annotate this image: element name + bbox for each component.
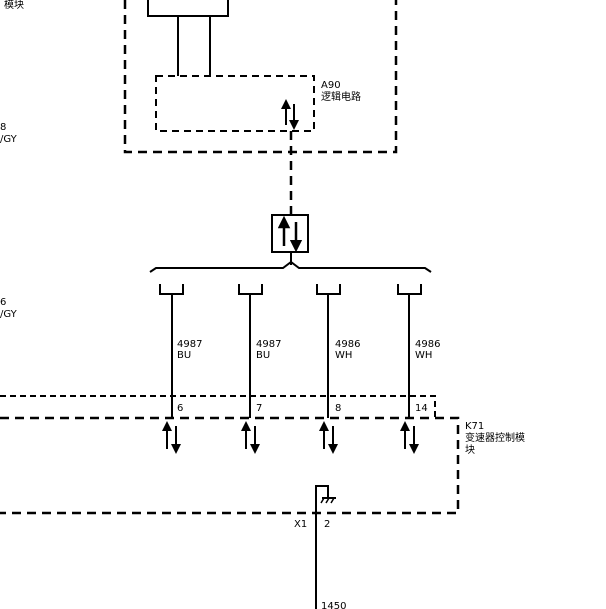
bidirectional-arrow-icon xyxy=(241,421,260,454)
bidirectional-arrow-icon xyxy=(400,421,419,454)
ground-pin-number: 2 xyxy=(324,519,330,530)
wire-color-label: BU xyxy=(177,350,191,361)
wire-color-label: WH xyxy=(415,350,432,361)
connector-terminal xyxy=(316,284,341,295)
serial-data-arrow-icon xyxy=(277,215,303,253)
tcm-name-line2: 块 xyxy=(465,444,475,456)
left-lower-wire-num: 6 xyxy=(0,297,6,308)
tcm-id: K71 xyxy=(465,421,484,432)
wire-circuit-label: 4987 xyxy=(256,339,281,350)
pin-number: 8 xyxy=(335,403,341,414)
ground-circuit-label: 1450 xyxy=(321,601,346,609)
bidirectional-arrow-icon xyxy=(162,421,181,454)
upper-module-boundary xyxy=(123,0,398,154)
wire-circuit-label: 4986 xyxy=(415,339,440,350)
logic-circuit-name: 逻辑电路 xyxy=(321,90,361,103)
splice-bracket xyxy=(149,260,432,273)
wire-circuit-label: 4987 xyxy=(177,339,202,350)
pin-number: 6 xyxy=(177,403,183,414)
pin-number: 7 xyxy=(256,403,262,414)
pin-number: 14 xyxy=(415,403,428,414)
bidirectional-arrow-icon xyxy=(281,99,299,130)
wire-circuit-label: 4986 xyxy=(335,339,360,350)
left-lower-wire-color: /GY xyxy=(0,309,18,320)
left-top-fragment: 模块 xyxy=(4,0,24,11)
connector-terminal xyxy=(159,284,184,295)
connector-terminal xyxy=(238,284,263,295)
wire-color-label: BU xyxy=(256,350,270,361)
tcm-connector-strip xyxy=(0,395,436,418)
tcm-name-line1: 变速器控制模 xyxy=(465,431,525,444)
serial-data-box xyxy=(271,214,309,253)
top-component-box xyxy=(147,0,229,17)
tcm-boundary xyxy=(0,416,460,515)
connector-terminal xyxy=(397,284,422,295)
wire-color-label: WH xyxy=(335,350,352,361)
logic-circuit-box xyxy=(155,75,315,132)
bidirectional-arrow-icon xyxy=(319,421,338,454)
left-upper-wire-num: 8 xyxy=(0,122,6,133)
chassis-ground-icon xyxy=(315,485,336,513)
ground-connector-id: X1 xyxy=(294,519,307,530)
logic-circuit-id: A90 xyxy=(321,80,341,91)
left-upper-wire-color: /GY xyxy=(0,134,18,145)
